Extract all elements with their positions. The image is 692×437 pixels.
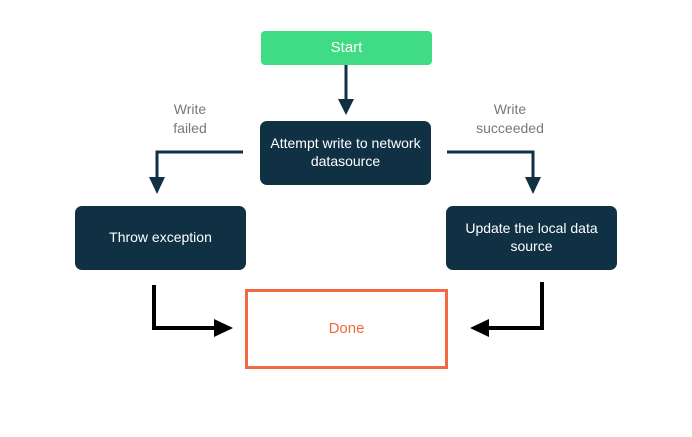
edge-attempt-to-update: [447, 150, 541, 194]
edge-throw-to-done: [152, 285, 233, 337]
node-attempt-write[interactable]: Attempt write to network datasource: [260, 121, 431, 185]
edge-attempt-to-throw: [149, 150, 243, 194]
edge-update-to-done: [470, 282, 544, 337]
node-start[interactable]: Start: [261, 31, 432, 65]
node-update-local-data-source[interactable]: Update the local data source: [446, 206, 617, 270]
edge-label-write-failed: Write failed: [173, 101, 207, 136]
node-throw-exception[interactable]: Throw exception: [75, 206, 246, 270]
edge-start-to-attempt: [338, 65, 354, 115]
node-done[interactable]: Done: [245, 289, 448, 369]
edge-label-write-succeeded: Write succeeded: [476, 101, 544, 136]
